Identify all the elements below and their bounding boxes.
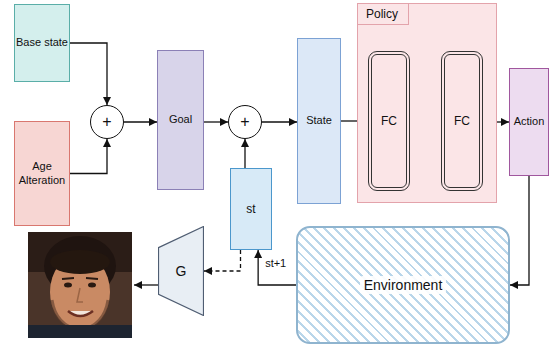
- node-label: st: [246, 202, 255, 216]
- node-label: G: [176, 263, 187, 280]
- input-box: Base state: [14, 4, 70, 82]
- node-label: Environment: [360, 276, 447, 295]
- connector: [70, 43, 107, 105]
- output-arrow: [134, 284, 158, 285]
- input-box: Age Alteration: [14, 121, 70, 226]
- node-label: Base state: [16, 36, 68, 49]
- policy-panel: FC FC Policy: [357, 3, 497, 203]
- generator-block: G: [158, 226, 204, 316]
- connector: [258, 250, 296, 285]
- node-label: Goal: [169, 113, 192, 126]
- connector: [124, 121, 157, 122]
- node-label: FC: [381, 114, 397, 128]
- node-label: Policy: [358, 4, 409, 25]
- goal-box: Goal: [157, 50, 204, 190]
- state-box: st: [230, 168, 272, 250]
- edge-label: st+1: [263, 257, 288, 270]
- connector: [244, 139, 245, 168]
- sum-node: +: [90, 105, 124, 139]
- node-label: +: [240, 112, 249, 131]
- node-label: +: [102, 112, 111, 131]
- node-label: FC: [454, 114, 470, 128]
- connector: [262, 121, 297, 122]
- layer-box: FC: [441, 51, 483, 191]
- connector: [204, 250, 241, 271]
- node-label: Action: [514, 115, 545, 128]
- action-box: Action: [509, 68, 549, 176]
- layer-box: FC: [368, 51, 410, 191]
- state-box: State: [297, 38, 341, 204]
- node-label: Age Alteration: [15, 160, 69, 186]
- face-photo: [28, 232, 132, 338]
- sum-node: +: [228, 105, 262, 139]
- connector: [204, 121, 228, 122]
- connector: [510, 176, 529, 285]
- connector: [70, 139, 107, 174]
- node-label: State: [306, 114, 332, 127]
- environment-box: Environment: [296, 226, 510, 344]
